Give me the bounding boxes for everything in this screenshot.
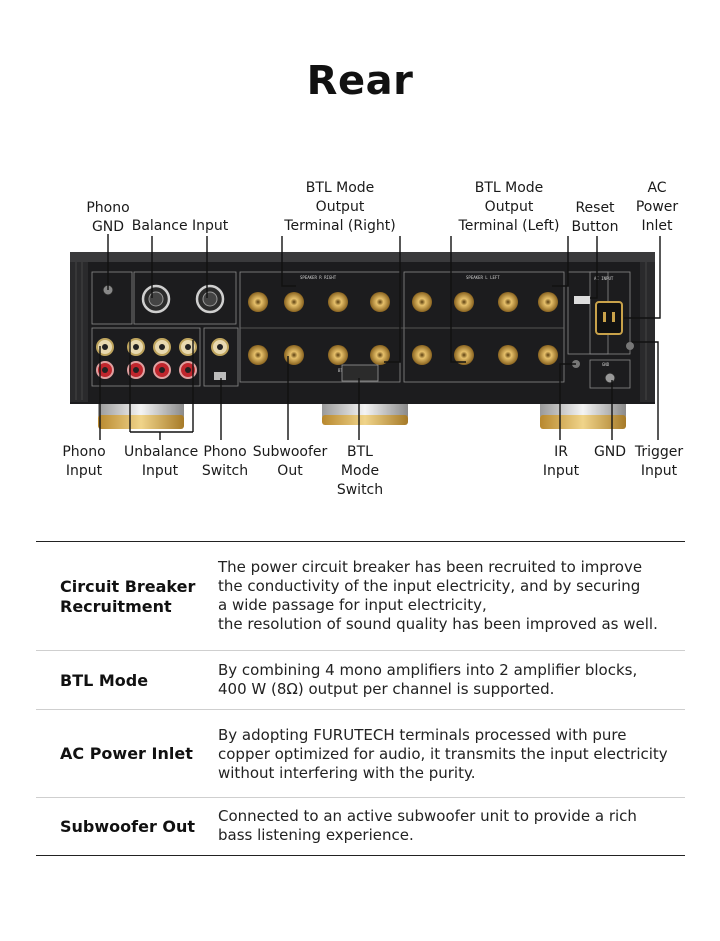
label-ac-power-inlet: AC Power Inlet [635,180,679,234]
feature-name: BTL Mode [60,671,149,690]
label-unbalance-input: Unbalance Input [124,444,199,479]
label-btl-left: BTL Mode Output Terminal (Left) [458,180,560,234]
feature-name: Circuit Breaker Recruitment [60,577,196,616]
label-phono-switch: Phono Switch [201,444,249,479]
label-phono-input: Phono Input [62,444,106,479]
feature-row: Circuit Breaker Recruitment The power ci… [36,542,685,651]
label-btl-mode-switch: BTL Mode Switch [336,444,384,498]
label-subwoofer-out: Subwoofer Out [252,444,328,479]
label-trigger-input: Trigger Input [634,444,684,479]
feature-description: Connected to an active subwoofer unit to… [218,807,637,844]
trigger-input-jack [626,342,634,350]
speaker-terminals [248,292,558,365]
feature-row: AC Power Inlet By adopting FURUTECH term… [36,710,685,798]
page-title: Rear [306,58,414,104]
gnd-marking: GND [602,362,610,367]
feature-row: BTL Mode By combining 4 mono amplifiers … [36,651,685,710]
ac-inlet [595,301,623,335]
feature-description: By combining 4 mono amplifiers into 2 am… [218,661,638,698]
ac-input-marking: AC INPUT [594,276,614,281]
feature-row: Subwoofer Out Connected to an active sub… [36,798,685,856]
label-balance-input: Balance Input [131,218,229,234]
rca-inputs [96,338,229,379]
speaker-right-marking: SPEAKER R RIGHT [300,275,337,280]
label-ir-input: IR Input [542,444,580,479]
callout-lines [99,234,661,440]
label-phono-gnd: Phono GND [86,200,130,235]
feature-table: Circuit Breaker Recruitment The power ci… [36,541,685,856]
phono-switch-toggle [214,372,226,380]
feature-description: By adopting FURUTECH terminals processed… [218,726,668,782]
btl-mode-switch [341,364,379,382]
label-reset-button: Reset Button [571,200,619,235]
rear-panel-diagram: SPEAKER R RIGHT SPEAKER L LEFT BTL MODE … [70,234,661,440]
gnd-terminal [604,372,616,384]
label-gnd: GND [593,444,627,460]
reset-button [574,296,590,304]
feature-name: Subwoofer Out [60,817,196,836]
speaker-left-marking: SPEAKER L LEFT [466,275,500,280]
label-btl-right: BTL Mode Output Terminal (Right) [284,180,396,234]
feature-description: The power circuit breaker has been recru… [218,558,658,633]
xlr-inputs [141,284,225,314]
feature-name: AC Power Inlet [60,744,193,763]
